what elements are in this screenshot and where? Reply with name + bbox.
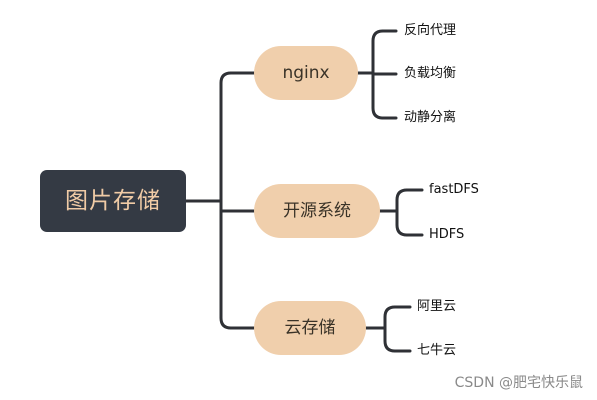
watermark-text: CSDN @肥宅快乐鼠	[454, 375, 583, 391]
root-node: 图片存储	[40, 170, 186, 232]
leaf-aliyun: 阿里云	[417, 299, 457, 314]
leaf-reverse-proxy: 反向代理	[404, 23, 457, 38]
leaf-fastdfs: fastDFS	[429, 182, 479, 197]
leaf-load-balancing: 负载均衡	[404, 66, 457, 81]
leaf-static-dynamic-separation: 动静分离	[404, 110, 457, 125]
branch-node-opensource: 开源系统	[254, 184, 380, 238]
branch-label: 云存储	[284, 318, 336, 338]
branch-label: 开源系统	[283, 201, 351, 221]
branch-label: nginx	[282, 63, 330, 83]
leaf-qiniu: 七牛云	[417, 343, 457, 358]
leaf-trunk-cloud	[383, 305, 397, 353]
main-trunk	[219, 71, 233, 330]
leaf-trunk-opensource	[395, 188, 409, 237]
root-label: 图片存储	[65, 188, 161, 214]
branch-node-cloud: 云存储	[254, 301, 366, 355]
branch-node-nginx: nginx	[254, 46, 358, 100]
leaf-hdfs: HDFS	[429, 227, 465, 242]
